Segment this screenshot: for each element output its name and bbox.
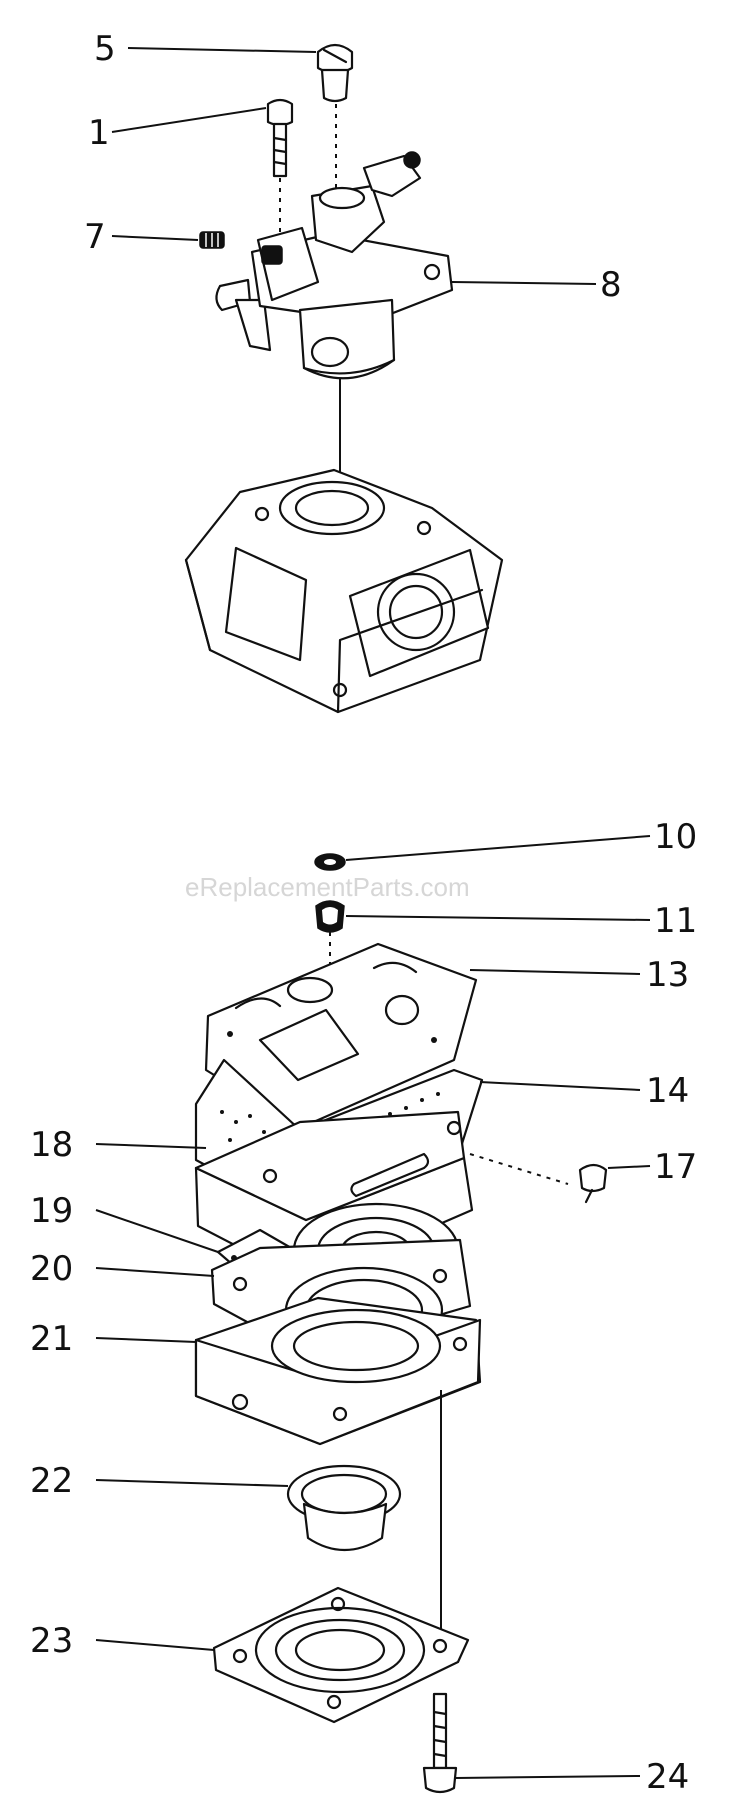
callout-23: 23 xyxy=(30,1621,73,1661)
callout-11: 11 xyxy=(654,901,697,941)
part-8-carburetor-body xyxy=(215,151,454,380)
part-22-cup xyxy=(286,1464,402,1552)
callout-7: 7 xyxy=(84,217,106,257)
part-10-washer xyxy=(314,853,346,871)
callout-5: 5 xyxy=(94,29,116,69)
callout-14: 14 xyxy=(646,1071,689,1111)
part-17-screw xyxy=(469,1153,608,1204)
part-24-screw xyxy=(422,1692,458,1794)
intake-housing xyxy=(184,468,504,714)
leader-lines xyxy=(95,47,651,1779)
part-7-spring xyxy=(199,231,225,249)
part-23-cover xyxy=(212,1586,470,1724)
callout-19: 19 xyxy=(30,1191,73,1231)
part-1-bolt xyxy=(266,98,294,240)
callout-17: 17 xyxy=(654,1147,697,1187)
callout-8: 8 xyxy=(600,265,622,305)
callout-20: 20 xyxy=(30,1249,73,1289)
part-5-idle-screw xyxy=(316,43,354,200)
callout-13: 13 xyxy=(646,955,689,995)
callout-18: 18 xyxy=(30,1125,73,1165)
callout-10: 10 xyxy=(654,817,697,857)
watermark-text: eReplacementParts.com xyxy=(185,872,470,902)
part-13-metering-plate xyxy=(204,942,478,1130)
callout-21: 21 xyxy=(30,1319,73,1359)
callout-24: 24 xyxy=(646,1757,689,1797)
callout-22: 22 xyxy=(30,1461,73,1501)
callout-1: 1 xyxy=(88,113,110,153)
part-21-pump-body xyxy=(194,1296,482,1640)
